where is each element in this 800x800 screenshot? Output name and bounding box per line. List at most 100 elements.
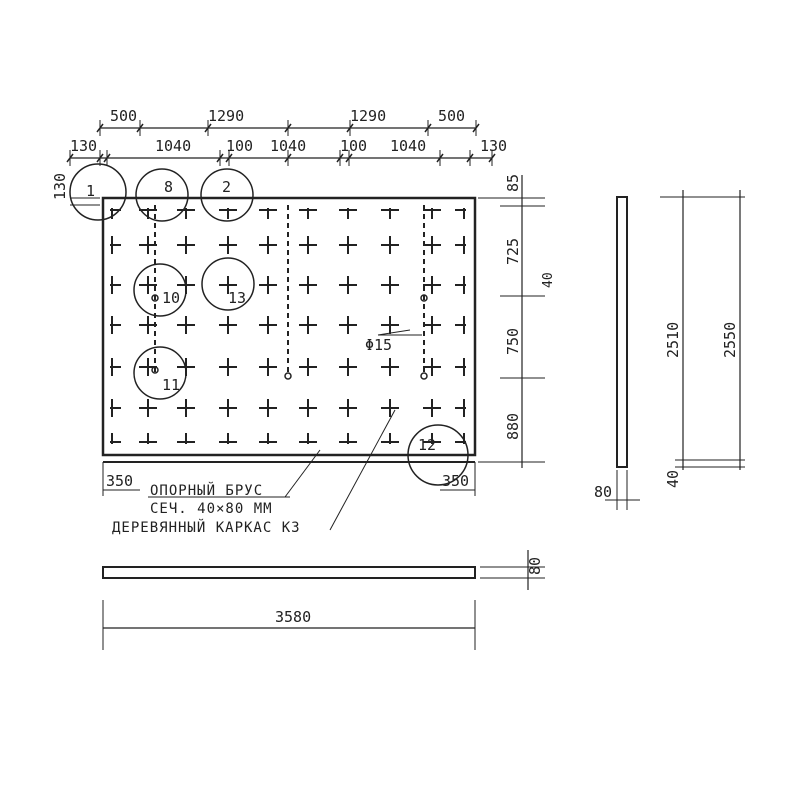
rebar-cross [177,433,195,444]
dim-right-40: 40 [541,272,556,288]
rebar-cross [110,236,121,254]
rebar-cross [455,316,466,334]
rebar-cross [177,208,195,219]
loop-hole [420,294,428,302]
dim-right-750: 750 [504,328,522,355]
rebar-cross [219,316,237,334]
rebar-cross [219,236,237,254]
rebar-cross [423,276,441,294]
rebar-cross [219,358,237,376]
rebar-cross [259,399,277,417]
rebar-cross [259,316,277,334]
rebar-cross [177,399,195,417]
dim-right-85: 85 [504,174,522,192]
rebar-cross [339,276,357,294]
cross-grid [110,208,466,444]
rebar-cross [219,433,237,444]
dim-top-1290-right: 1290 [350,107,386,125]
rebar-cross [259,208,277,219]
loop-hole [151,366,159,374]
rebar-cross [339,433,357,444]
dim-top-500-left: 500 [110,107,137,125]
side-bottom-80: 80 [594,483,612,501]
note-support-beam: ОПОРНЫЙ БРУС [150,481,263,499]
loop-hole [420,372,428,380]
rebar-cross [259,358,277,376]
panel-outline [101,196,477,457]
rebar-cross [299,433,317,444]
rebar-cross [219,399,237,417]
side-dim-2510-label: 2510 [664,322,682,358]
rebar-cross [177,236,195,254]
rebar-cross [381,433,399,444]
marker-8: 8 [135,168,189,222]
rebar-cross [259,276,277,294]
marker-1: 1 [69,163,127,221]
rebar-cross [339,236,357,254]
rebar-cross [455,433,466,444]
rebar-cross [455,276,466,294]
rebar-cross [110,358,121,376]
rebar-cross [299,399,317,417]
loop-hole [284,372,292,380]
rebar-cross [339,358,357,376]
rebar-cross [381,316,399,334]
rebar-cross [139,433,157,444]
rebar-cross [455,399,466,417]
rebar-cross [299,208,317,219]
section-3580: 3580 [275,608,311,626]
marker-12: 12 [407,424,469,486]
svg-text:13: 13 [228,289,246,307]
section-view-outline [102,566,476,579]
rebar-cross [139,276,157,294]
rod-leader [377,329,411,336]
svg-text:12: 12 [418,436,436,454]
rebar-cross [381,276,399,294]
rebar-cross [381,208,399,219]
dim-left-130: 130 [51,173,69,200]
svg-text:10: 10 [162,289,180,307]
rebar-cross [423,399,441,417]
rebar-cross [259,433,277,444]
rebar-cross [423,236,441,254]
rebar-cross [299,276,317,294]
note-wood-frame: ДЕРЕВЯННЫЙ КАРКАС К3 [112,518,301,536]
side-bottom-40: 40 [664,470,682,488]
dim-top-1290-left: 1290 [208,107,244,125]
side-view-outline [616,196,628,468]
svg-text:2: 2 [222,178,231,196]
rebar-cross [339,399,357,417]
rebar-cross [455,358,466,376]
dim-right-725: 725 [504,238,522,265]
rebar-cross [423,316,441,334]
marker-11: 11 [133,346,187,400]
svg-text:8: 8 [164,178,173,196]
section-80: 80 [526,557,544,575]
rebar-cross [455,236,466,254]
rebar-cross [339,316,357,334]
rebar-cross [299,316,317,334]
rebar-cross [259,236,277,254]
rebar-cross [299,236,317,254]
note-leader-1 [284,449,321,498]
rebar-cross [423,358,441,376]
rebar-cross [177,316,195,334]
dim-top-100-b: 100 [340,137,367,155]
rebar-cross [219,276,237,294]
rebar-cross [139,399,157,417]
dim-top-1040-c: 1040 [390,137,426,155]
dim-bottom-350-left: 350 [106,472,133,490]
top-ticks [66,120,496,166]
rebar-cross [455,208,466,219]
dim-top-500-right: 500 [438,107,465,125]
marker-13: 13 [201,257,255,311]
side-dim-2550-label: 2550 [721,322,739,358]
rebar-cross [381,236,399,254]
svg-text:11: 11 [162,376,180,394]
dim-top-130-left: 130 [70,137,97,155]
dim-bottom-350-right: 350 [442,472,469,490]
dim-top-130-right: 130 [480,137,507,155]
rebar-cross [110,399,121,417]
dim-right-880: 880 [504,413,522,440]
